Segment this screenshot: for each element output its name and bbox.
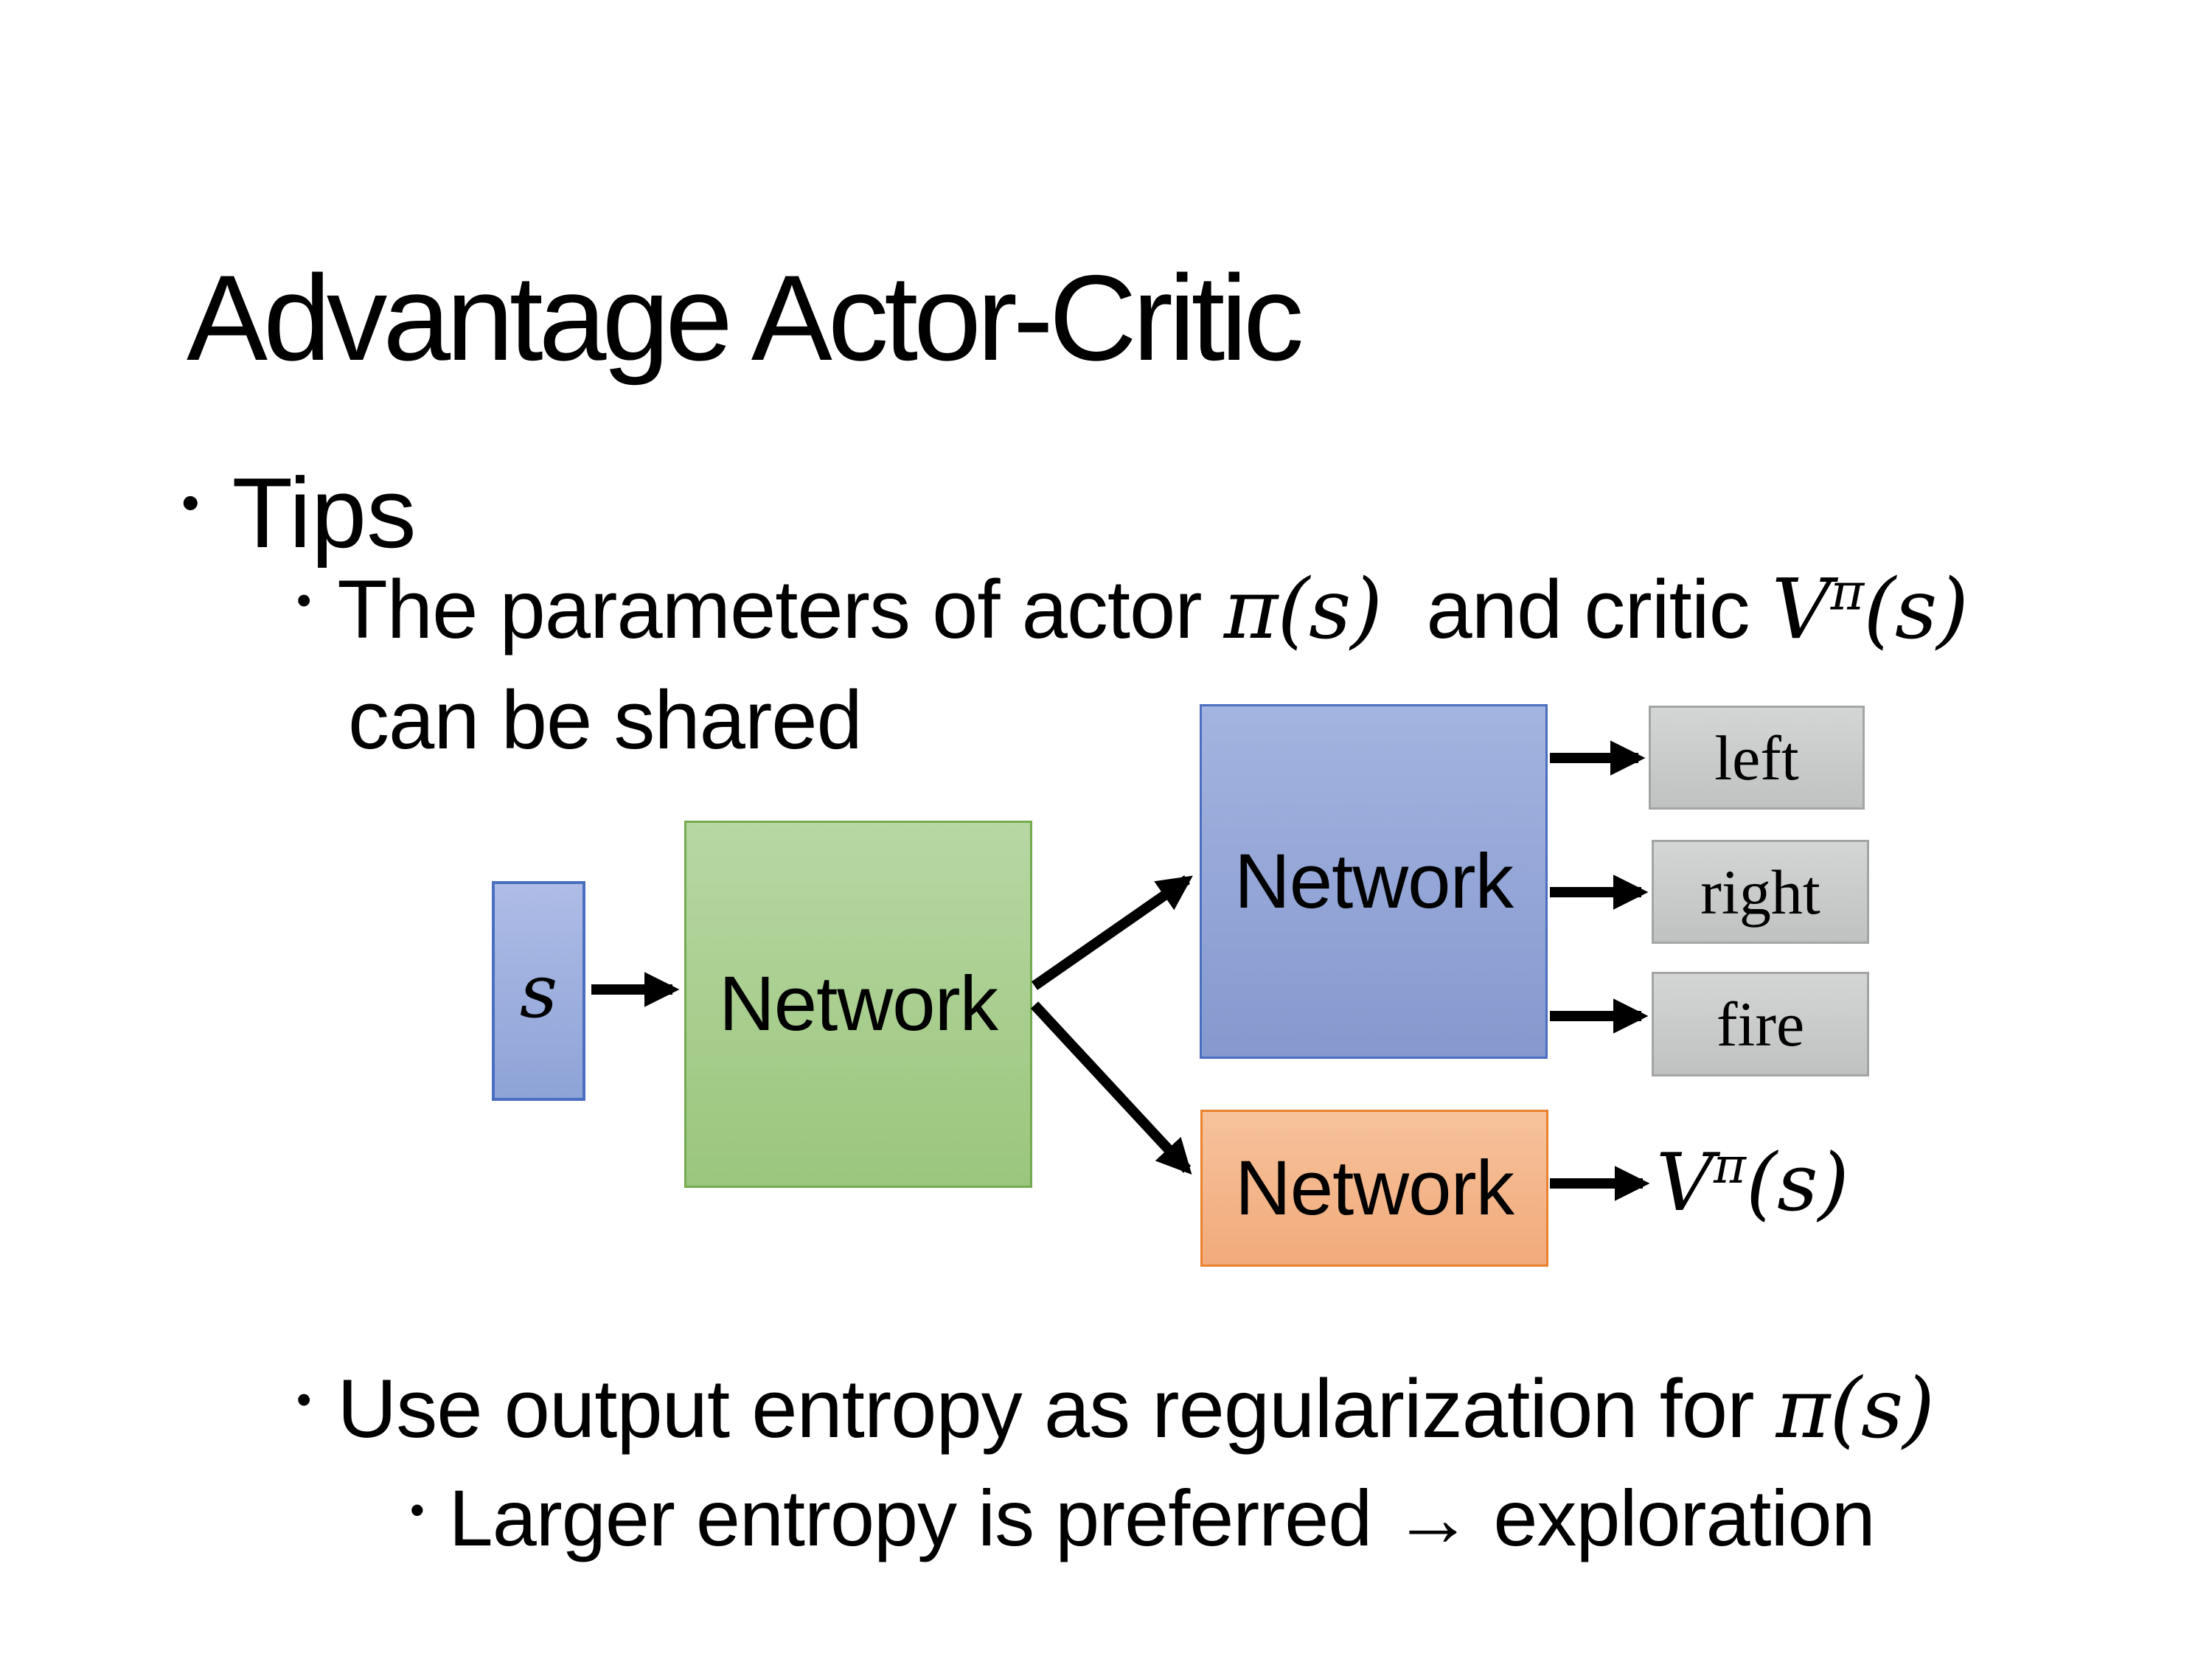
bullet-entropy-regularization: • Use output entropy as regularization f… — [296, 1361, 1935, 1457]
action-left-label: left — [1714, 722, 1799, 793]
actor-network-label: Network — [1234, 838, 1514, 925]
action-right-label: right — [1700, 856, 1820, 928]
critic-value-output: Vπ(s) — [1656, 1137, 1849, 1229]
state-input-box: s — [492, 881, 585, 1101]
bullet-dot-icon: • — [181, 473, 200, 532]
critic-network-label: Network — [1234, 1144, 1514, 1231]
action-box-fire: fire — [1652, 972, 1869, 1077]
value-v: V — [1656, 1137, 1714, 1229]
bullet-dot-icon: • — [410, 1486, 425, 1533]
action-box-left: left — [1649, 706, 1865, 810]
bullet-entropy-text: Use output entropy as regularization for… — [337, 1361, 1935, 1457]
arrow-shared-to-actor-icon — [1032, 875, 1193, 990]
entropy-prefix: Use output entropy as regularization for — [337, 1363, 1776, 1455]
page-title: Advantage Actor-Critic — [187, 249, 1304, 386]
action-box-right: right — [1652, 840, 1869, 944]
action-fire-label: fire — [1716, 989, 1805, 1060]
value-v: V — [1771, 562, 1832, 658]
bullet-tips: • Tips — [181, 456, 417, 570]
bullet-dot-icon: • — [296, 577, 311, 625]
actor-pi-term: π(s) — [1223, 562, 1382, 658]
shared-network-box: Network — [684, 821, 1032, 1188]
state-label: s — [519, 947, 558, 1034]
value-args: (s) — [1746, 1137, 1849, 1229]
critic-network-box: Network — [1200, 1110, 1548, 1267]
bullet-larger-entropy: • Larger entropy is preferred → explorat… — [410, 1472, 1876, 1564]
bullet-dot-icon: • — [296, 1376, 311, 1425]
bullet-parameters-shared-line2: can be shared — [348, 674, 863, 766]
bullet-parameters-shared: • The parameters of actor π(s) and criti… — [296, 562, 1969, 658]
parameters-prefix: The parameters of actor — [337, 563, 1224, 655]
shared-network-label: Network — [718, 961, 998, 1047]
parameters-middle: and critic — [1382, 563, 1772, 655]
arrow-shared-to-critic-icon — [1030, 1001, 1192, 1175]
bullet-tips-label: Tips — [232, 457, 417, 568]
bullet-parameters-text: The parameters of actor π(s) and critic … — [337, 562, 1969, 658]
entropy-pi-term: π(s) — [1775, 1361, 1935, 1457]
value-args: (s) — [1863, 562, 1969, 658]
critic-value-term: Vπ(s) — [1771, 562, 1969, 658]
value-pi-superscript: π — [1830, 563, 1865, 622]
actor-network-box: Network — [1200, 704, 1548, 1059]
bullet-larger-entropy-label: Larger entropy is preferred → exploratio… — [448, 1473, 1876, 1562]
value-pi-superscript: π — [1714, 1137, 1747, 1194]
